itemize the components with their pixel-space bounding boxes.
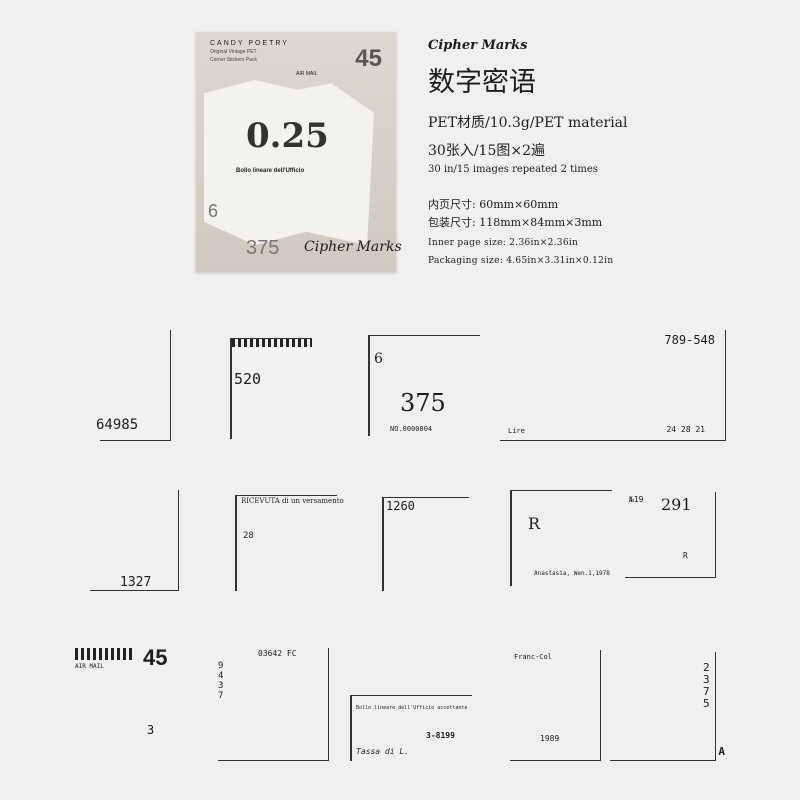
package-number-6: 6 [208, 201, 219, 221]
sticker-text: R [528, 514, 541, 533]
package-brand: CANDY POETRY [210, 40, 289, 47]
sticker-text: 789-548 [664, 333, 715, 347]
sticker-text: 520 [234, 370, 262, 388]
inner-size-en: Inner page size: 2.36in×2.36in [428, 238, 579, 248]
package-subtitle-1: Original Vintage PET [210, 49, 257, 55]
sticker-text: 9 4 3 7 [218, 661, 224, 701]
sticker-text: R [683, 551, 688, 560]
count-en: 30 in/15 images repeated 2 times [428, 164, 598, 175]
sticker-text: NO.0000004 [390, 425, 433, 433]
sticker-text: 64985 [96, 417, 139, 433]
sticker-8: R Anastasia, Wen.1,1978 [510, 490, 612, 586]
sticker-text: A [718, 745, 725, 758]
sticker-text: №19 [629, 495, 644, 504]
sticker-10: 45 AIR MAIL 3 [75, 645, 185, 760]
package-big-number: 0.25 [246, 116, 329, 156]
sticker-text: 24 28 21 [666, 425, 705, 434]
sticker-11: 03642 FC 9 4 3 7 [218, 648, 329, 761]
sticker-text: 6 [374, 351, 383, 367]
sticker-text: Tassa di L. [356, 747, 409, 756]
inner-size-cn: 内页尺寸: 60mm×60mm [428, 198, 559, 211]
sticker-text: 375 [400, 389, 446, 417]
sticker-text: 291 [661, 495, 692, 514]
product-package: CANDY POETRY Original Vintage PET Corner… [196, 32, 402, 272]
sticker-2: 520 [230, 338, 312, 439]
sticker-text: 03642 FC [258, 649, 297, 658]
sticker-4: 789-548 24 28 21 Lire [500, 330, 726, 441]
sticker-text: RICEVUTA di un versamento [241, 497, 344, 505]
sticker-1: 64985 [96, 330, 171, 441]
count-cn: 30张入/15图×2遍 [428, 143, 545, 159]
sticker-text: 2 3 7 5 [703, 661, 710, 711]
material: PET材质/10.3g/PET material [428, 115, 628, 131]
sticker-text: 3 [147, 723, 155, 737]
sticker-9: №19 291 R [625, 492, 716, 578]
sticker-12: Bollo lineare dell'Ufficio accettante 3-… [350, 695, 472, 761]
sticker-text: Anastasia, Wen.1,1978 [534, 570, 610, 577]
sticker-7: 1260 [382, 497, 469, 591]
sticker-text: 1989 [540, 734, 560, 743]
sticker-13: Franc-Col 1989 [510, 650, 601, 761]
title-cn: 数字密语 [428, 67, 536, 98]
title-en: Cipher Marks [428, 38, 528, 53]
package-number-375: 375 [246, 237, 280, 259]
sticker-text: 45 [143, 645, 168, 670]
sticker-text: AIR MAIL [75, 663, 104, 670]
sticker-text: Bollo lineare dell'Ufficio accettante [356, 705, 468, 711]
package-title-script: Cipher Marks [304, 239, 402, 255]
package-air-mail: AIR MAIL [296, 71, 318, 77]
sticker-text: 1327 [120, 575, 152, 590]
sticker-text: Lire [508, 427, 525, 435]
sticker-text: 3-8199 [426, 731, 455, 740]
sticker-14: 2 3 7 5 A [610, 652, 725, 761]
package-subtitle-2: Corner Stickers Pack [210, 57, 257, 63]
package-number-45: 45 [355, 45, 382, 72]
torn-paper [204, 80, 374, 245]
sticker-text: 28 [243, 531, 254, 541]
sticker-5: 1327 [90, 490, 179, 591]
sticker-text: Franc-Col [514, 653, 552, 661]
package-bollo: Bollo lineare dell'Ufficio [236, 168, 305, 174]
sticker-3: 6 375 NO.0000004 [368, 335, 480, 436]
pack-size-cn: 包装尺寸: 118mm×84mm×3mm [428, 216, 603, 229]
sticker-text: 1260 [386, 499, 415, 513]
sticker-6: RICEVUTA di un versamento 28 [235, 495, 344, 591]
pack-size-en: Packaging size: 4.65in×3.31in×0.12in [428, 256, 614, 266]
